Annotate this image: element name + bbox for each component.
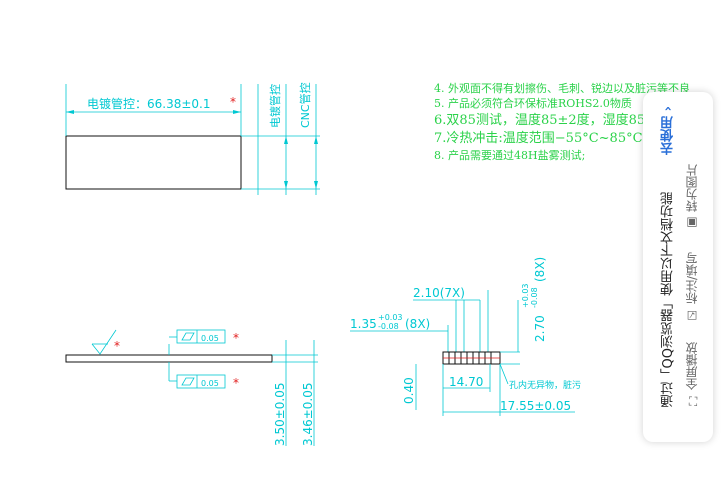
dim-270: 2.70 — [533, 315, 547, 342]
dim-1470: 14.70 — [449, 375, 483, 389]
asterisk-mark: * — [230, 95, 236, 109]
dim-plating-vertical: 电镀管控 — [268, 84, 282, 128]
dim-135: 1.35 — [350, 317, 377, 331]
dim-cnc-vertical: CNC管控 — [298, 82, 312, 128]
dim-135-count: (8X) — [405, 317, 430, 331]
flatness-frame — [176, 329, 226, 344]
dim-270-tol-lower: -0.08 — [530, 287, 539, 308]
edit-icon: ☑ — [685, 307, 699, 322]
top-view: 电镀管控：66.38±0.1 * 电镀管控 CNC管控 — [65, 82, 320, 195]
note-4: 4. 外观面不得有划擦伤、毛刺、锐边以及脏污等不良 — [434, 81, 690, 95]
expand-icon: ⛶ — [685, 393, 699, 406]
asterisk-mark: * — [233, 331, 239, 345]
flatness-icon — [181, 377, 195, 386]
note-8: 8. 产品需要通过48H盐雾测试; — [434, 148, 585, 162]
flatness-value-2: 0.05 — [201, 379, 219, 388]
flatness-icon — [181, 332, 195, 341]
note-5: 5. 产品必须符合环保标准ROHS2.0物质 — [434, 96, 632, 110]
note-6: 6.双85测试，温度85±2度，湿度85%RH — [434, 112, 679, 128]
panel-title: 通过「QQ浏览器」使用以下文档功能 — [661, 192, 676, 408]
asterisk-mark: * — [114, 339, 120, 353]
note-7: 7.冷热冲击:温度范围−55°C~85°C — [434, 130, 643, 146]
flatness-value: 0.05 — [201, 334, 219, 343]
hole-note: 孔内无异物，脏污 — [509, 379, 581, 391]
asterisk-mark: * — [233, 376, 239, 390]
dim-1755: 17.55±0.05 — [500, 399, 571, 413]
go-use-button[interactable]: 去使用 › — [661, 106, 676, 155]
flatness-frame-2 — [176, 374, 226, 389]
dim-346: 3.46±0.05 — [301, 383, 315, 447]
dim-040: 0.40 — [402, 377, 416, 404]
fullscreen-button[interactable]: ⛶ 全屏播放 — [683, 342, 700, 406]
annotate-button[interactable]: ☑ 标注/填写 — [683, 252, 700, 322]
fullscreen-label: 全屏播放 — [685, 342, 699, 390]
to-image-button[interactable]: ▣ 转为图片 — [683, 164, 700, 230]
dim-350: 3.50±0.05 — [273, 383, 287, 447]
plate-outline — [65, 354, 273, 363]
to-image-label: 转为图片 — [685, 164, 699, 212]
image-icon: ▣ — [685, 215, 699, 230]
side-panel: 去使用 › 通过「QQ浏览器」使用以下文档功能 ⛶ 全屏播放 ☑ 标注/填写 ▣… — [643, 92, 713, 442]
dim-270-count: (8X) — [533, 257, 547, 282]
side-view: * 0.05 * 0.05 * 3.50±0.05 3.46±0.05 — [65, 329, 318, 447]
dim-plating-control: 电镀管控：66.38±0.1 — [87, 96, 211, 111]
annotate-label: 标注/填写 — [685, 252, 699, 305]
dim-270-tol-upper: +0.03 — [521, 283, 530, 308]
surface-finish-icon — [91, 329, 117, 355]
dim-210: 2.10(7X) — [413, 286, 465, 300]
dim-135-tol-lower: -0.08 — [378, 322, 399, 331]
part-outline — [65, 135, 242, 190]
notes-block: 4. 外观面不得有划擦伤、毛刺、锐边以及脏污等不良 5. 产品必须符合环保标准R… — [434, 81, 690, 162]
detail-view: 1.35 +0.03 -0.08 (8X) 2.10(7X) 2.70 +0.0… — [350, 257, 581, 416]
dim-135-tol-upper: +0.03 — [378, 313, 403, 322]
